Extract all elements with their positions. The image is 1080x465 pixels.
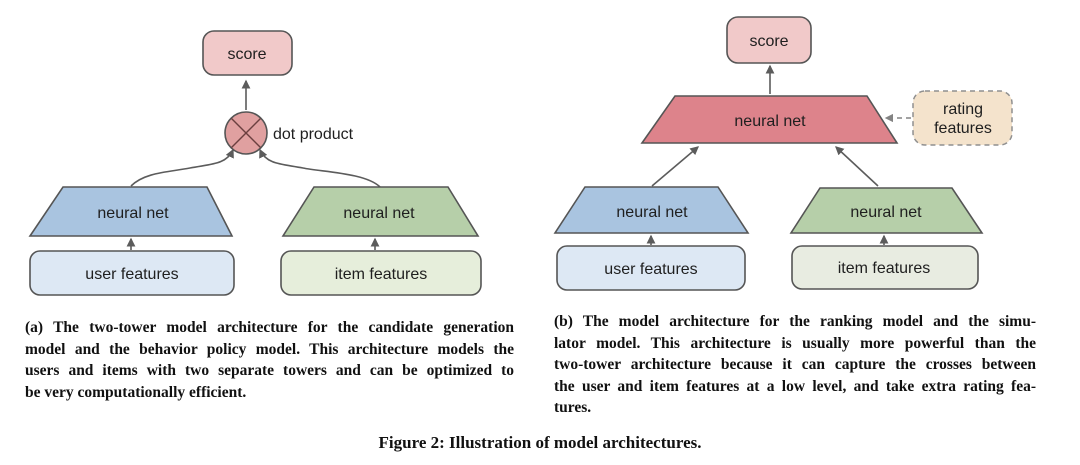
neural-net-trapezoid-b-right bbox=[789, 187, 984, 234]
score-box-b bbox=[726, 16, 812, 64]
user-features-box-a bbox=[29, 250, 235, 296]
user-features-label-a: user features bbox=[85, 266, 178, 283]
caption-b-line: two-tower architecture because it can ca… bbox=[554, 356, 1036, 373]
score-label-b: score bbox=[749, 33, 788, 50]
neural-net-trapezoid-a-right bbox=[281, 186, 480, 237]
caption-a-line: model and the behavior policy model. Thi… bbox=[25, 340, 514, 358]
neural-net-label-a-left: neural net bbox=[97, 205, 169, 222]
caption-a: (a) The two-tower model architecture for… bbox=[25, 317, 514, 403]
neural-net-trapezoid-a-left bbox=[28, 186, 234, 237]
caption-a-line: (a) The two-tower model architecture for… bbox=[25, 319, 514, 336]
item-features-label-a: item features bbox=[335, 266, 427, 283]
arrow-right-tower-to-main-net bbox=[835, 146, 879, 187]
caption-a-line: be very computationally efficient. bbox=[25, 383, 247, 401]
curve-right-tower-to-dotproduct bbox=[259, 148, 381, 188]
caption-b-line: lator model. This architecture is usuall… bbox=[554, 334, 1036, 352]
caption-b-line: tures. bbox=[554, 399, 592, 416]
user-features-box-b bbox=[556, 245, 746, 291]
caption-b-line: the user and item features at a low leve… bbox=[554, 377, 1036, 395]
architecture-diagrams: score dot product neural net user featur… bbox=[28, 16, 1013, 296]
rating-features-box bbox=[912, 90, 1013, 146]
rating-features-label-line1: rating bbox=[943, 101, 983, 118]
neural-net-label-b-right: neural net bbox=[850, 204, 922, 221]
figure-caption: Figure 2: Illustration of model architec… bbox=[378, 433, 702, 452]
main-neural-net-label-b: neural net bbox=[734, 113, 806, 130]
dot-product-cross-line2 bbox=[231, 118, 261, 148]
caption-b-line: (b) The model architecture for the ranki… bbox=[554, 313, 1036, 330]
user-features-label-b: user features bbox=[604, 261, 697, 278]
main-neural-net-trapezoid-b bbox=[640, 95, 899, 144]
neural-net-label-b-left: neural net bbox=[616, 204, 688, 221]
curve-left-tower-to-dotproduct bbox=[130, 148, 234, 187]
panel-a-diagram: score dot product neural net user featur… bbox=[28, 30, 482, 296]
caption-a-line: users and items with two separate towers… bbox=[25, 362, 514, 379]
score-label-a: score bbox=[227, 46, 266, 63]
item-features-label-b: item features bbox=[838, 260, 930, 277]
rating-features-label-line2: features bbox=[934, 120, 992, 137]
panel-b-diagram: score neural net rating features neural … bbox=[553, 16, 1013, 291]
caption-b: (b) The model architecture for the ranki… bbox=[554, 311, 1036, 419]
arrow-left-tower-to-main-net bbox=[651, 146, 700, 187]
score-box-a bbox=[202, 30, 293, 76]
neural-net-label-a-right: neural net bbox=[343, 205, 415, 222]
dot-product-label: dot product bbox=[273, 126, 354, 143]
neural-net-trapezoid-b-left bbox=[553, 186, 750, 234]
item-features-box-a bbox=[280, 250, 482, 296]
item-features-box-b bbox=[791, 245, 979, 290]
